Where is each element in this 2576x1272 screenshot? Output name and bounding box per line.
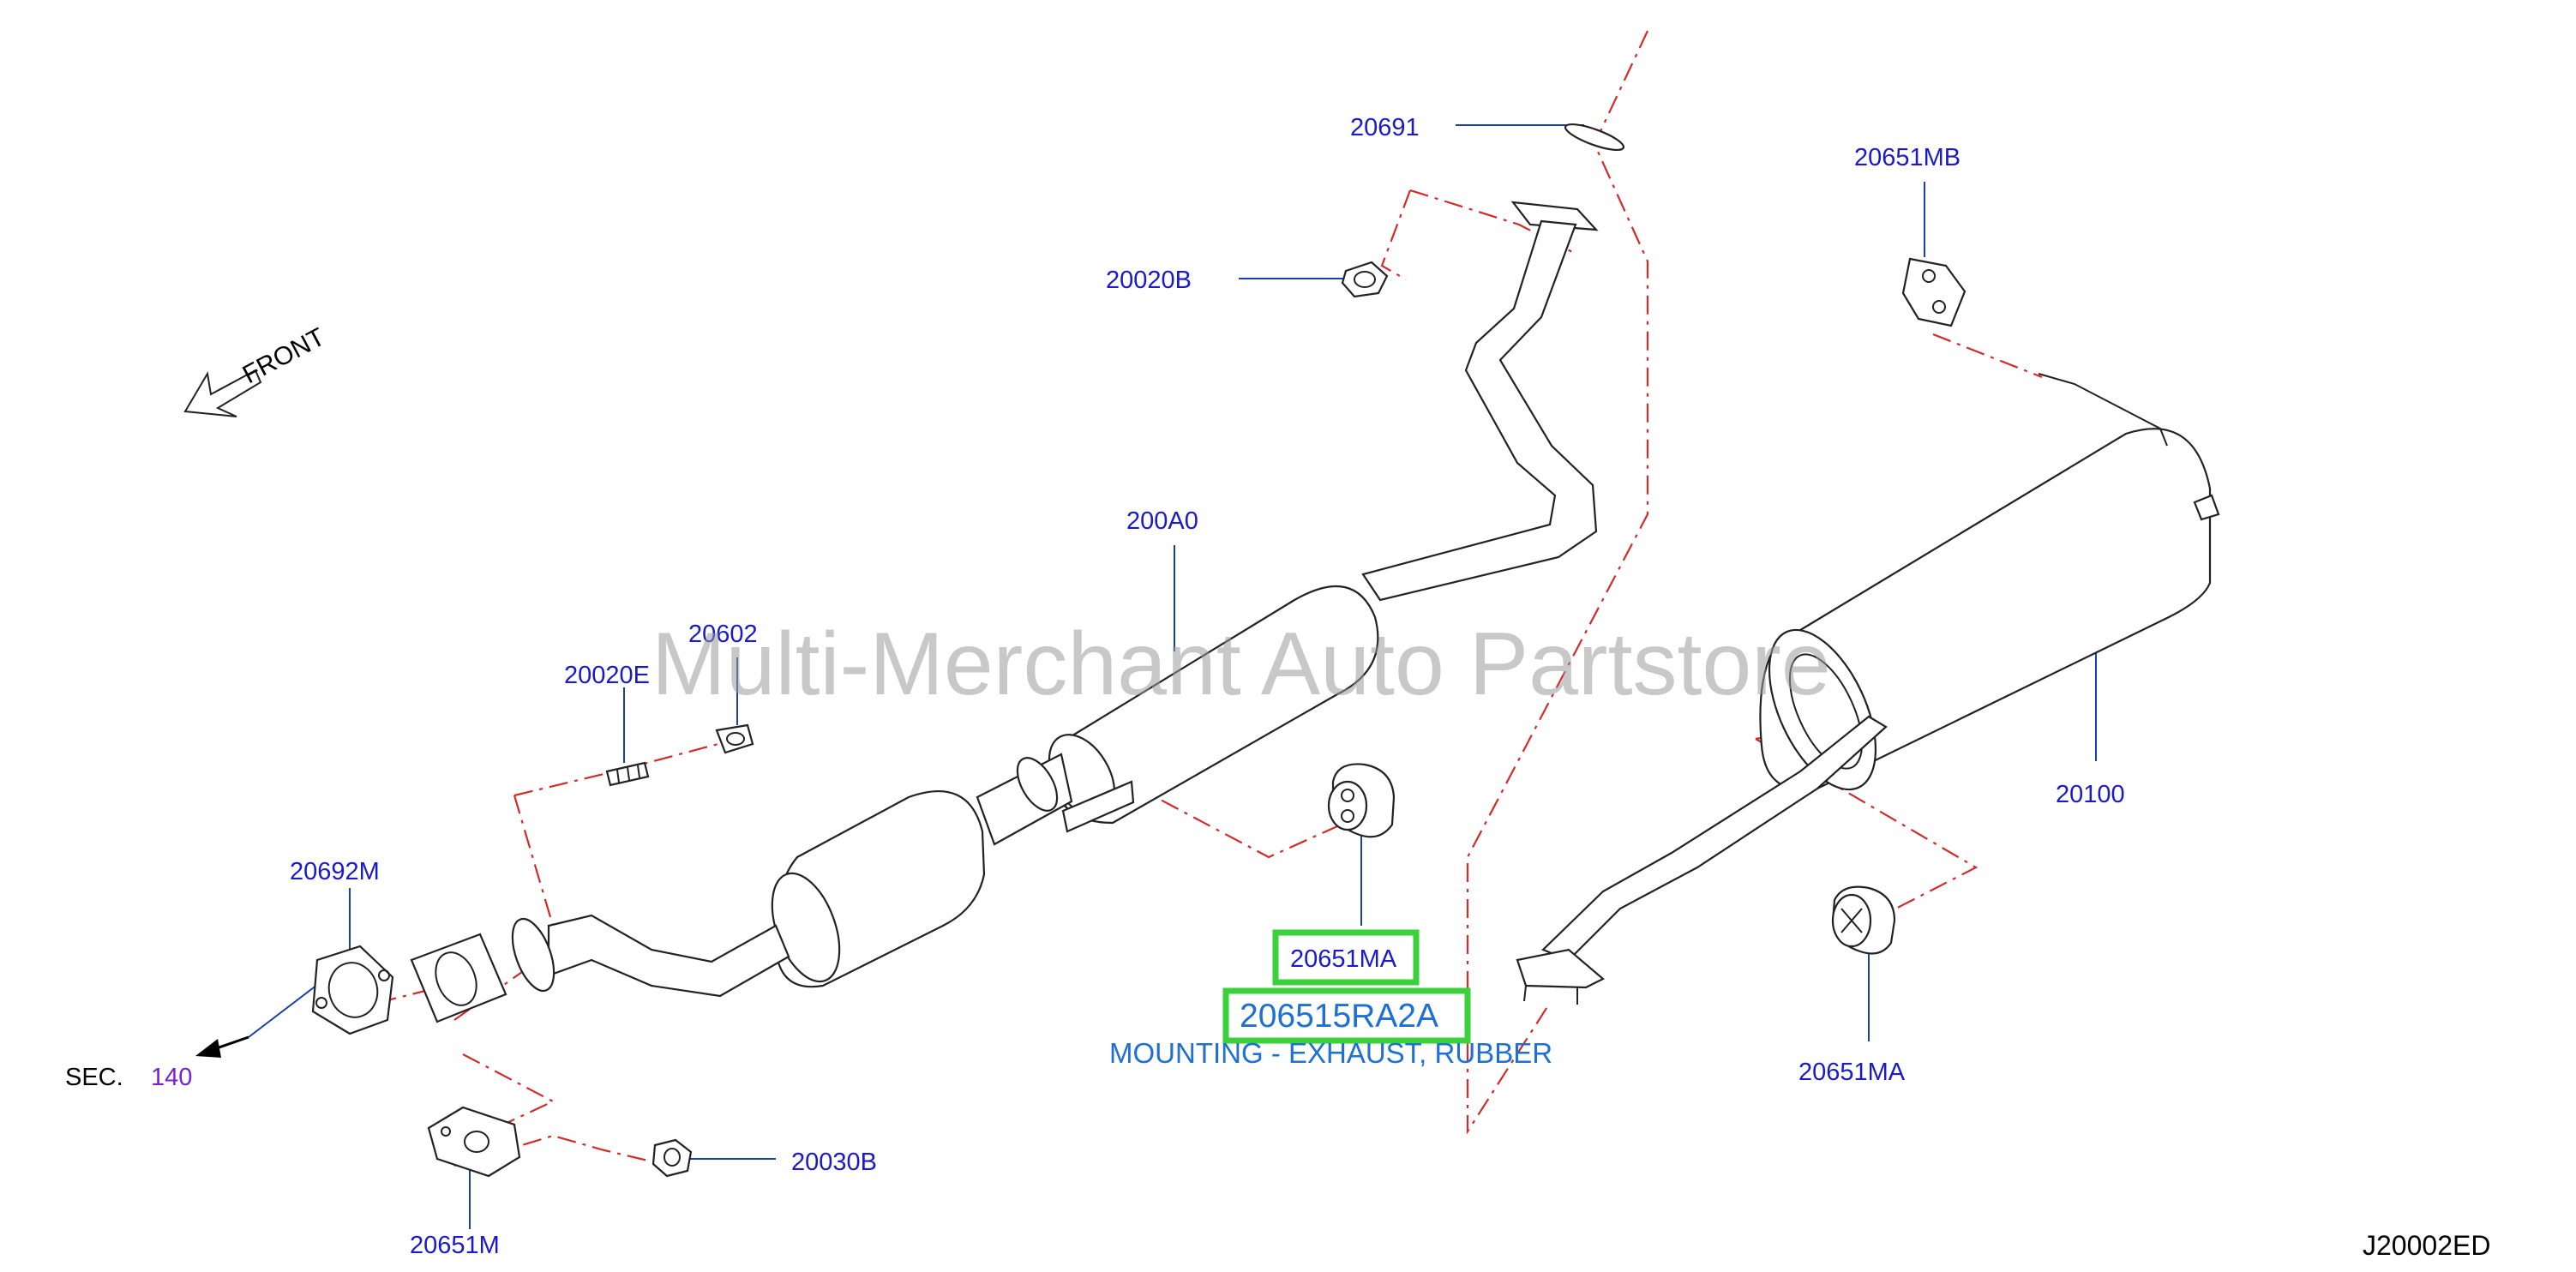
part-label-20691[interactable]: 20691 xyxy=(1350,114,1420,141)
part-label-20692M[interactable]: 20692M xyxy=(290,858,380,885)
part-label-20651MA-rear[interactable]: 20651MA xyxy=(1798,1059,1906,1086)
watermark: Multi-Merchant Auto Partstore xyxy=(652,615,1831,714)
part-label-20020B[interactable]: 20020B xyxy=(1106,267,1192,294)
nut-20030B xyxy=(652,1138,693,1178)
bracket-20651M xyxy=(427,1106,521,1178)
highlight-part-description: MOUNTING - EXHAUST, RUBBER xyxy=(1109,1037,1552,1069)
front-arrow-icon xyxy=(183,369,262,417)
part-label-20020E[interactable]: 20020E xyxy=(564,662,650,689)
center-pipe-200A0 xyxy=(410,201,1599,1023)
highlight-box-part-number xyxy=(1222,987,1471,1044)
highlight-box-part-label xyxy=(1272,929,1420,986)
part-label-20651MA-center[interactable]: 20651MA xyxy=(1290,945,1397,973)
part-label-20651M[interactable]: 20651M xyxy=(410,1232,500,1259)
section-ref-label: SEC. xyxy=(65,1064,123,1091)
part-label-20651MB[interactable]: 20651MB xyxy=(1854,144,1961,171)
part-label-20100[interactable]: 20100 xyxy=(2056,781,2125,808)
section-ref-number[interactable]: 140 xyxy=(151,1064,192,1091)
stud-20020E xyxy=(605,761,650,787)
part-label-20030B[interactable]: 20030B xyxy=(791,1149,877,1176)
nut-20020B xyxy=(1341,261,1389,298)
rubber-mount-20651MA-center xyxy=(1327,763,1396,838)
bolt-20602 xyxy=(715,723,754,754)
rubber-mount-20651MA-rear xyxy=(1831,885,1896,955)
highlight-part-number[interactable]: 206515RA2A xyxy=(1240,998,1438,1035)
gasket-20691 xyxy=(1564,123,1625,152)
drawing-code: J20002ED xyxy=(2363,1230,2490,1261)
leader-lines xyxy=(248,124,2097,1229)
hanger-20651MB xyxy=(1901,257,1967,327)
sec-arrow-icon xyxy=(195,1035,249,1058)
gasket-20692M xyxy=(311,945,394,1035)
front-label: FRONT xyxy=(238,323,330,390)
muffler-20100 xyxy=(1516,373,2220,1005)
part-label-200A0[interactable]: 200A0 xyxy=(1126,507,1198,535)
connection-lines xyxy=(342,30,2043,1167)
highlighted-part[interactable]: 20651MA 206515RA2A MOUNTING - EXHAUST, R… xyxy=(1109,929,1552,1069)
part-label-20602[interactable]: 20602 xyxy=(688,621,758,648)
